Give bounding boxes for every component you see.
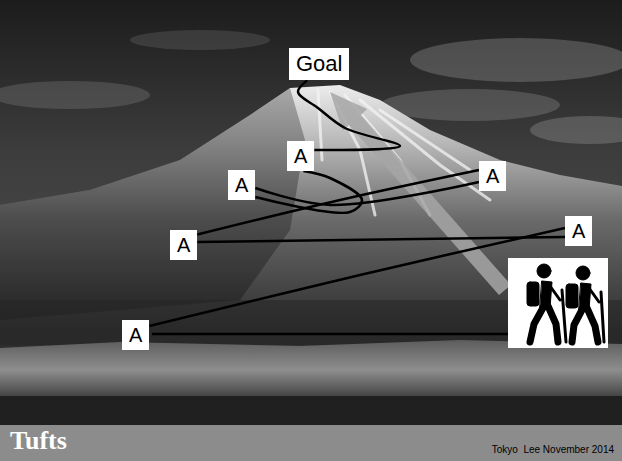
foreground (0, 396, 622, 425)
node-text: A (572, 219, 585, 243)
backpack (566, 284, 578, 308)
goal-box: Goal (289, 48, 349, 80)
path-line (197, 237, 565, 242)
waypoint-box: A (565, 216, 592, 246)
icon-ground (508, 258, 608, 348)
node-text: Goal (296, 51, 342, 77)
logo-text: Tufts (10, 426, 67, 456)
cloud (130, 30, 270, 50)
backpack (527, 282, 539, 306)
waypoint-box: A (287, 141, 314, 171)
path-line (255, 182, 479, 205)
plain (0, 340, 622, 400)
footer-note: Tokyo Lee November 2014 (492, 444, 614, 455)
hiker-head (537, 264, 551, 278)
node-text: A (294, 144, 307, 168)
mountain-shade (0, 88, 305, 320)
waypoint-box: A (170, 230, 197, 260)
hiking-stick (589, 288, 604, 342)
cloud (380, 89, 560, 121)
cloud (0, 81, 150, 109)
path-line (149, 228, 565, 326)
waypoint-box: A (122, 320, 149, 350)
cloud (410, 38, 622, 82)
hiker-legs (530, 306, 558, 342)
node-text: A (486, 164, 499, 188)
cloud (530, 116, 622, 144)
hikers-icon (508, 258, 608, 348)
hiking-stick (550, 286, 566, 342)
hiker-head (576, 266, 590, 280)
waypoint-box: A (228, 170, 255, 200)
mountain (0, 85, 622, 425)
node-text: A (129, 323, 142, 347)
hiker-legs (572, 308, 598, 342)
path-line (298, 80, 400, 150)
node-text: A (177, 233, 190, 257)
path-line (152, 333, 508, 336)
footer-bar (0, 425, 622, 461)
node-text: A (235, 173, 248, 197)
path-line (255, 171, 362, 213)
waypoint-box: A (479, 161, 506, 191)
path-line (197, 170, 479, 235)
